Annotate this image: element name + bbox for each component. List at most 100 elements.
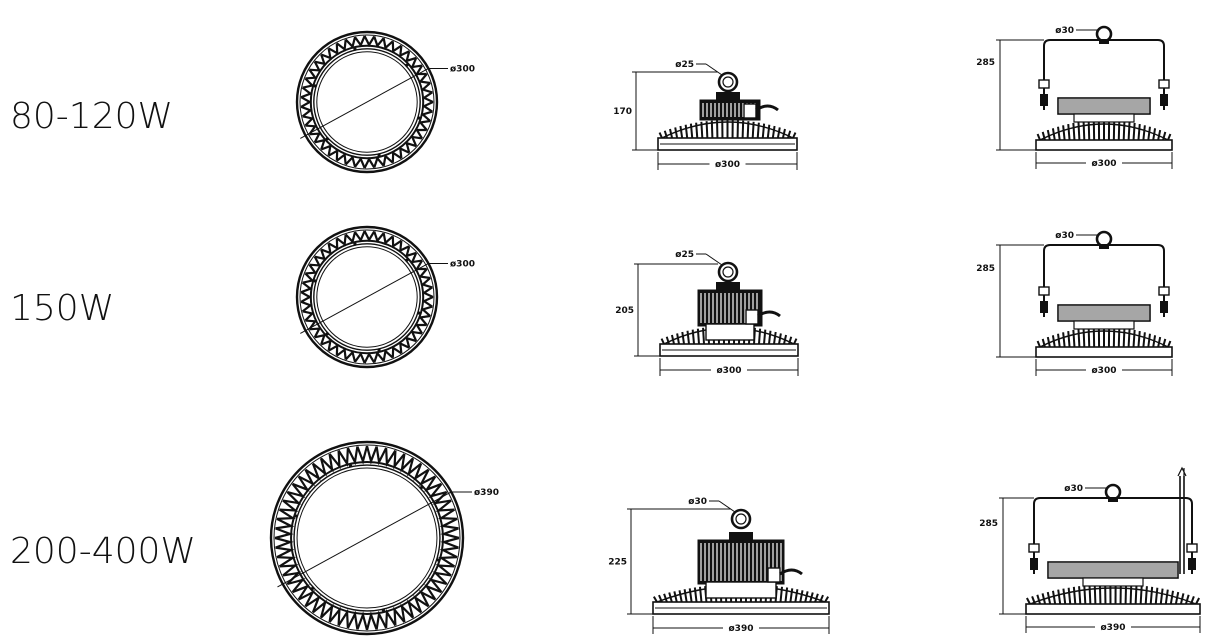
fin (681, 331, 685, 345)
fin (418, 469, 436, 487)
screw (294, 514, 298, 518)
fin (693, 587, 698, 603)
hook-leader (705, 63, 723, 76)
fin (435, 499, 455, 512)
hook-cap (716, 92, 740, 100)
bracket-knob (1160, 301, 1168, 313)
hook-ring (1095, 230, 1113, 248)
fin (1046, 336, 1051, 348)
fin (684, 124, 689, 139)
fin (363, 230, 376, 243)
hook-cap (716, 282, 740, 290)
height-label: 205 (615, 306, 634, 316)
fin (421, 296, 434, 308)
lens-edge (296, 467, 438, 609)
screw (377, 153, 381, 157)
outer-ring-inner-edge (299, 229, 435, 365)
fin (440, 527, 460, 540)
fin (784, 587, 789, 603)
fin (440, 536, 460, 549)
fin (689, 123, 694, 139)
fin (1072, 586, 1077, 605)
screw (313, 279, 317, 283)
screw (436, 558, 440, 562)
fin (314, 54, 327, 66)
fin (400, 453, 414, 473)
fin (298, 589, 316, 607)
fin (1083, 585, 1087, 605)
fin (1195, 597, 1201, 605)
fin (363, 351, 376, 364)
fin (275, 517, 295, 530)
wattage-label: 200-400W (10, 531, 196, 572)
width-label: ø390 (729, 624, 754, 634)
width-label: ø300 (717, 366, 742, 376)
hook-ring (730, 508, 752, 530)
hook-cap (729, 532, 753, 540)
fin (1169, 590, 1175, 605)
fin (1067, 587, 1072, 605)
fin (328, 343, 339, 356)
diameter-line (300, 68, 429, 139)
fin (792, 132, 797, 139)
fin (373, 351, 385, 363)
base-plate (1035, 346, 1173, 358)
fin (789, 588, 794, 603)
screw (311, 586, 315, 590)
fin (674, 127, 679, 139)
hook-diameter-label: ø30 (1064, 484, 1083, 494)
screw (349, 464, 353, 468)
fin (824, 596, 830, 603)
fin (405, 245, 417, 258)
driver-neck (705, 581, 777, 599)
fin (1167, 133, 1172, 141)
top-view: ø300 (295, 225, 475, 369)
fin (275, 546, 295, 559)
fin (766, 124, 771, 139)
fin (679, 125, 684, 139)
fin (652, 596, 658, 603)
fin (328, 238, 339, 251)
fin (1046, 129, 1051, 141)
fin (300, 291, 313, 303)
fin (405, 50, 417, 63)
fin (688, 588, 693, 603)
fin (1062, 125, 1066, 141)
screw (417, 311, 421, 315)
width-label: ø300 (1092, 159, 1117, 169)
diameter-label: ø300 (450, 64, 475, 74)
fin (356, 445, 369, 465)
bracket-screw (1158, 286, 1170, 296)
fin (356, 611, 369, 631)
bracket-knob (1030, 558, 1038, 570)
fin (1144, 586, 1148, 605)
fin (344, 36, 357, 49)
fin (1132, 122, 1136, 141)
fin (363, 156, 376, 169)
top-view: ø300 (295, 30, 475, 174)
diameter-label: ø390 (474, 488, 499, 498)
fin (363, 35, 376, 48)
fin (300, 105, 313, 118)
fin (804, 591, 809, 603)
inner-ring (290, 461, 444, 615)
fin (1147, 333, 1151, 348)
fin (1057, 126, 1061, 141)
fin (298, 469, 316, 487)
fin (778, 333, 782, 345)
fin (1051, 590, 1057, 605)
bracket-screw (1028, 543, 1040, 553)
fin (1093, 584, 1097, 605)
heatsink-dome (1039, 123, 1169, 141)
fin (1139, 585, 1143, 605)
fin (391, 150, 402, 163)
heatsink-dome (661, 121, 794, 139)
fin (814, 593, 819, 603)
screw (405, 258, 409, 262)
driver-neck (705, 323, 755, 341)
screw (405, 63, 409, 67)
